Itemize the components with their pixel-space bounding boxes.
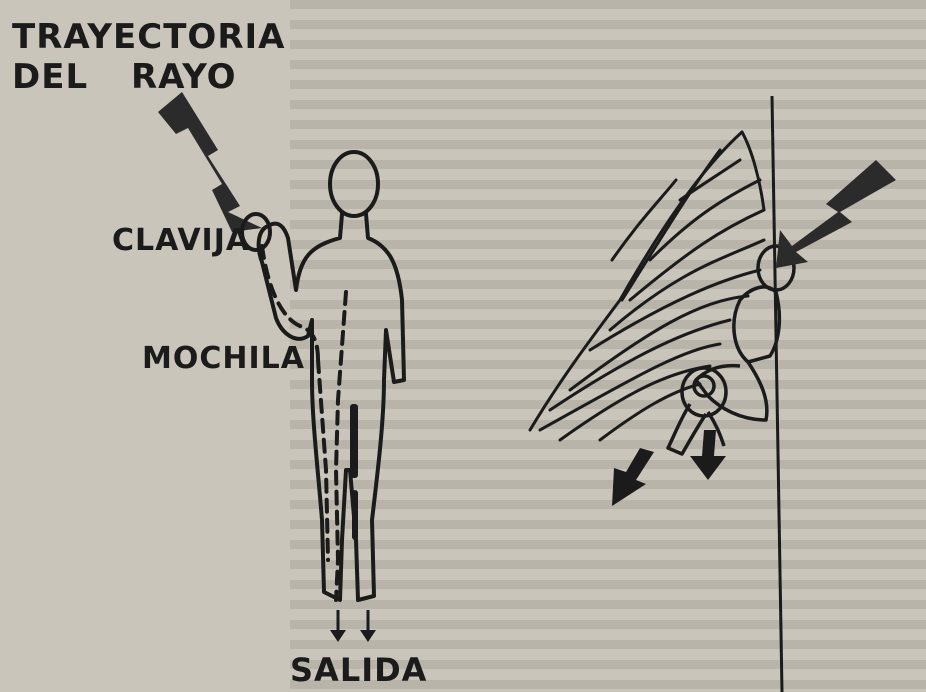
arrow-down-icon [330,610,376,642]
backpack-label: MOCHILA [142,344,305,374]
exit-label: SALIDA [290,654,427,686]
leg-marks [350,404,358,540]
rock-wall [530,132,764,440]
arrow-down-icon [612,430,726,506]
peg-label: CLAVIJA [112,226,250,256]
rope [772,96,782,692]
trajectory-label-line1: TRAYECTORIA [12,20,285,54]
trajectory-label-line2: DEL RAYO [12,60,237,94]
current-path [262,246,346,600]
lightning-bolt-icon [776,160,896,268]
lightning-bolt-icon [158,92,262,232]
human-figure [242,152,404,600]
